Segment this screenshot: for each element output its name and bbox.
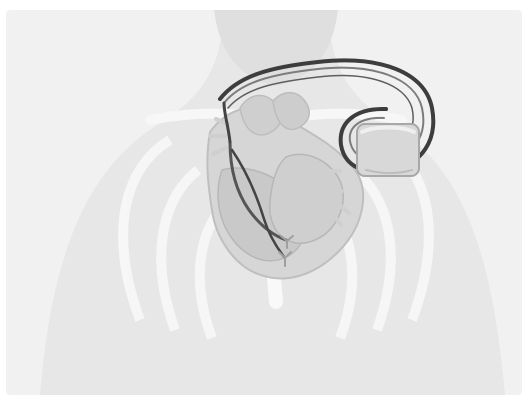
pacemaker-device <box>357 124 419 176</box>
